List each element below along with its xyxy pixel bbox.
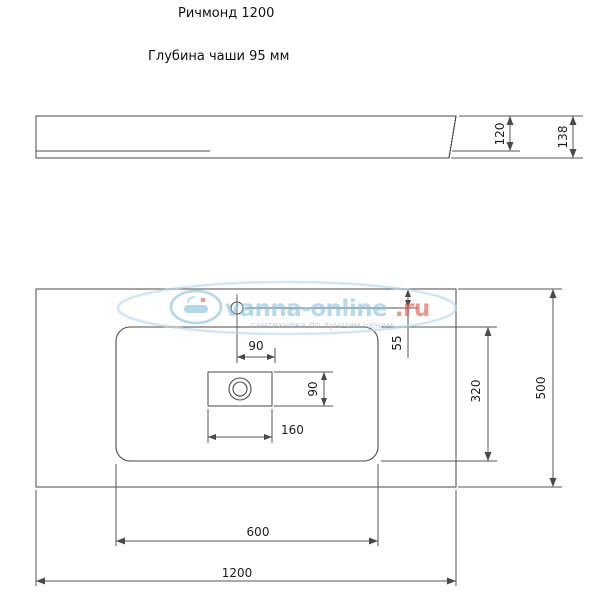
arrow-icon — [447, 577, 456, 585]
top-view-arrowheads — [36, 289, 557, 585]
arrow-icon — [569, 116, 577, 125]
arrow-icon — [264, 434, 272, 440]
arrow-icon — [569, 149, 577, 158]
top-view-dimension-lines — [35, 288, 562, 586]
dim-label-160: 160 — [281, 423, 304, 437]
arrow-icon — [321, 398, 327, 406]
drain-inner-circle — [232, 381, 248, 397]
arrow-icon — [549, 478, 557, 487]
arrow-icon — [116, 537, 125, 545]
top-view — [35, 288, 457, 488]
bathtub-icon — [184, 305, 208, 313]
dim-label-faucet-offset-90: 90 — [248, 339, 263, 353]
arrow-icon — [506, 116, 514, 125]
watermark-logo — [169, 289, 223, 325]
watermark-tagline: сантехника по лучшим ценам — [251, 321, 393, 331]
bowl-depth-note: Глубина чаши 95 мм — [148, 49, 289, 64]
arrow-icon — [484, 452, 492, 461]
watermark-brand-tld: .ru — [395, 296, 430, 322]
watermark: vanna-online .ru сантехника по лучшим це… — [116, 280, 458, 336]
dim-label-1200: 1200 — [222, 566, 253, 580]
dim-label-500: 500 — [534, 377, 548, 400]
arrow-icon — [484, 327, 492, 336]
arrow-icon — [36, 577, 45, 585]
countertop-outline — [35, 288, 457, 488]
dim-label-320: 320 — [469, 380, 483, 403]
arrow-icon — [405, 289, 411, 297]
dim-label-drain-90: 90 — [306, 381, 320, 396]
basin-outline — [115, 326, 379, 462]
side-view-arrowheads — [506, 116, 577, 158]
arrow-icon — [506, 142, 514, 151]
dim-label-side-138: 138 — [556, 126, 570, 149]
dim-label-side-120: 120 — [493, 123, 507, 146]
dim-label-55: 55 — [390, 335, 404, 350]
drain-plate — [207, 371, 273, 407]
arrow-icon — [321, 372, 327, 380]
watermark-brand: vanna-online .ru — [225, 296, 430, 322]
page-title: Ричмонд 1200 — [178, 6, 274, 21]
bathtub-faucet-icon — [187, 296, 196, 304]
side-view-outline — [35, 115, 457, 159]
arrow-icon — [549, 289, 557, 298]
arrow-icon — [369, 537, 378, 545]
arrow-icon — [405, 300, 411, 308]
logo-red-dot-icon — [200, 297, 206, 303]
dim-label-600: 600 — [247, 525, 270, 539]
arrow-icon — [237, 354, 245, 360]
watermark-oval — [116, 280, 458, 336]
arrow-icon — [208, 434, 216, 440]
watermark-brand-main: vanna-online — [225, 296, 387, 322]
drain-outer-circle — [228, 377, 252, 401]
arrow-icon — [267, 354, 275, 360]
